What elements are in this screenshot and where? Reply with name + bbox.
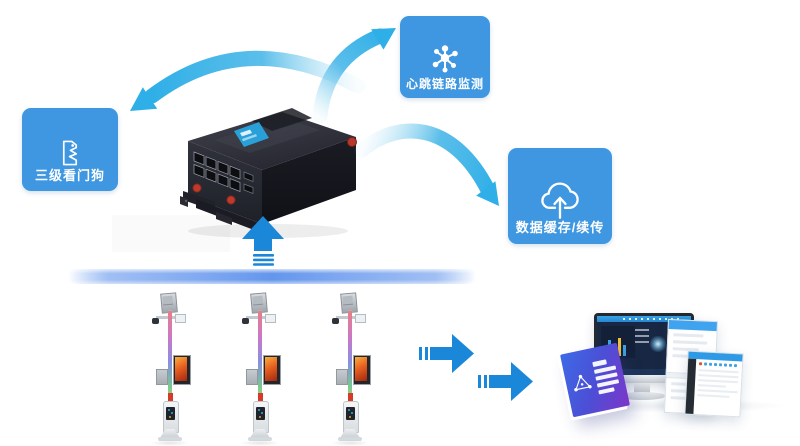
device-flange-ear-left [180, 196, 188, 207]
camera-icon [242, 318, 249, 324]
floating-panel-table [684, 350, 744, 418]
device-antenna-connectors [192, 137, 357, 205]
led-strip-shaft [168, 311, 172, 425]
feature-box-cache: 数据缓存/续传 [508, 148, 612, 244]
pole-display-content [265, 357, 277, 381]
pole-shadow [150, 440, 190, 446]
device-top-recess [252, 108, 312, 131]
smart-pole-2 [238, 292, 282, 446]
device-right-face [262, 137, 356, 224]
device-ethernet-ports [193, 151, 241, 193]
pole-display [173, 355, 191, 385]
base-cabinet [343, 401, 359, 433]
upload-arrow [242, 216, 284, 266]
dashboard-legend-lines [635, 329, 649, 349]
device-flange-front [196, 199, 262, 233]
pole-shadow [330, 440, 370, 446]
gateway-device [180, 108, 357, 239]
lamp-panel [252, 295, 264, 306]
card-menu-bars [592, 358, 621, 398]
camera-box [265, 314, 276, 323]
base-cabinet [163, 401, 179, 433]
camera-icon [152, 318, 159, 324]
equipment-box [336, 369, 348, 385]
pole-skirt [250, 429, 270, 438]
transport-bar [68, 269, 476, 284]
pole-display [353, 355, 371, 385]
equipment-box [246, 369, 258, 385]
watchdog-dog-icon [62, 140, 78, 166]
feature-label-watchdog: 三级看门狗 [34, 168, 105, 183]
pole-display [263, 355, 281, 385]
led-strip-shaft [258, 311, 262, 425]
flow-arrow-1 [419, 334, 474, 373]
pole-shadow [240, 440, 280, 446]
lamp-panel [162, 295, 174, 306]
cabinet-panel [256, 407, 265, 420]
pole-skirt [160, 429, 180, 438]
base-cabinet [253, 401, 269, 433]
cloud-upload-icon [541, 182, 579, 219]
pole-display-content [355, 357, 367, 381]
cabinet-panel [166, 407, 175, 420]
triangle-network-icon [574, 374, 592, 392]
equipment-box [156, 369, 168, 385]
camera-box [355, 314, 366, 323]
monitor-chin [594, 375, 694, 383]
dashboard-footer-bar [597, 369, 691, 375]
watermark-patch [112, 215, 230, 252]
curved-arrow-to-heartbeat [312, 28, 396, 124]
dashboard-map-glow [649, 336, 667, 352]
curved-arrow-to-cache [354, 123, 499, 206]
feature-label-cache: 数据缓存/续传 [515, 220, 605, 235]
red-band [257, 393, 263, 401]
red-band [347, 393, 353, 401]
monitor-base [618, 392, 666, 400]
app-card [559, 342, 631, 418]
pole-skirt [340, 429, 360, 438]
network-nodes-icon [432, 45, 458, 73]
device-flange-ear-mid [216, 212, 232, 225]
red-band [167, 393, 173, 401]
dashboard-header-bar [597, 316, 691, 322]
feature-box-heartbeat: 心跳链路监测 [400, 16, 490, 98]
pole-plinth [158, 437, 182, 441]
panel-toolbar-icons [698, 361, 739, 368]
device-sfp-ports [243, 171, 254, 195]
lamp-panel [342, 295, 354, 306]
smart-pole-3 [328, 292, 372, 446]
smart-pole-1 [148, 292, 192, 446]
camera-box [175, 314, 186, 323]
pole-plinth [338, 437, 362, 441]
led-strip-shaft [348, 311, 352, 425]
monitor-neck [634, 383, 650, 393]
device-label-sticker [234, 122, 269, 147]
platform-cluster [559, 300, 800, 446]
pole-display-content [175, 357, 187, 381]
cabinet-panel [346, 407, 355, 420]
feature-label-heartbeat: 心跳链路监测 [405, 77, 484, 91]
panel-content [693, 359, 742, 416]
pole-plinth [248, 437, 272, 441]
flow-arrow-2 [478, 362, 533, 401]
feature-box-watchdog: 三级看门狗 [22, 108, 118, 191]
camera-icon [332, 318, 339, 324]
panel-header-bar [668, 319, 717, 332]
